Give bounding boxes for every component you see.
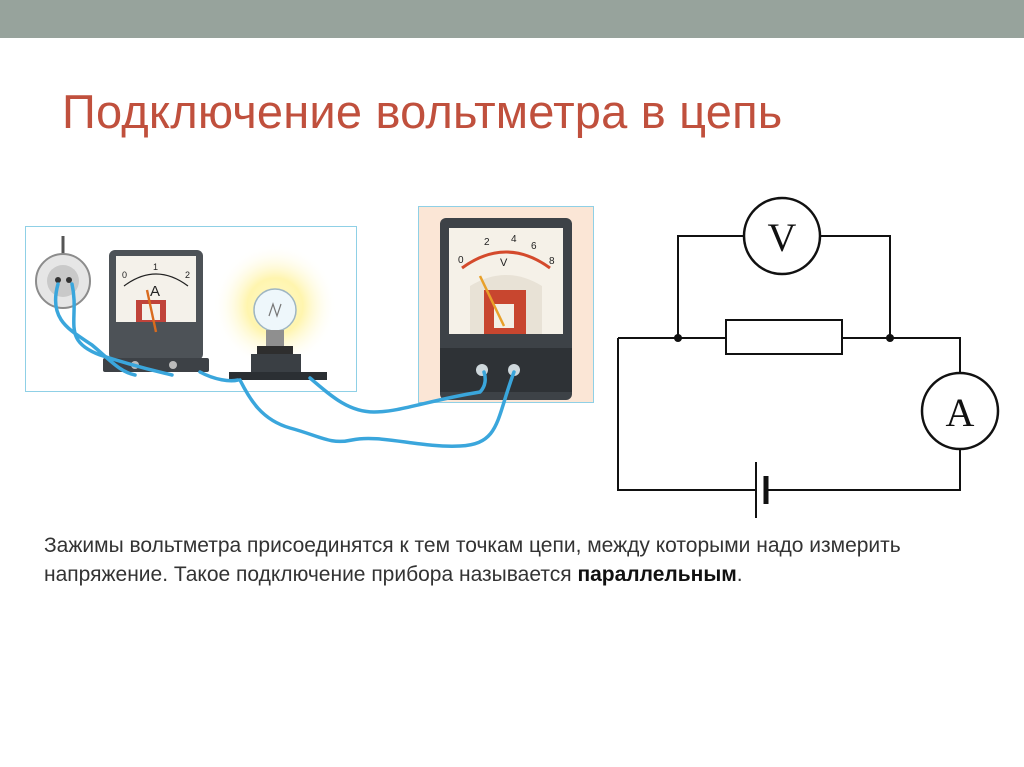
junction-dot-left bbox=[674, 334, 682, 342]
voltmeter-scale-0: 0 bbox=[458, 255, 464, 266]
body-text-main: Зажимы вольтметра присоединятся к тем то… bbox=[44, 534, 901, 586]
battery-symbol bbox=[755, 462, 769, 518]
voltmeter-photo: 0 2 4 6 8 V bbox=[418, 206, 594, 403]
ammeter-scale-1: 1 bbox=[153, 262, 158, 272]
wire-voltmeter-left bbox=[677, 235, 744, 338]
top-band bbox=[0, 0, 1024, 38]
ammeter-scale-2: 2 bbox=[185, 270, 190, 280]
ammeter-letter: A bbox=[150, 283, 160, 300]
wire-main-top-right bbox=[842, 337, 961, 372]
wire-main-bottom-left bbox=[617, 338, 756, 491]
wire-voltmeter-right bbox=[820, 235, 891, 338]
voltmeter-device: 0 2 4 6 8 V bbox=[440, 218, 572, 400]
voltmeter-scale-2: 2 bbox=[484, 237, 490, 248]
body-text: Зажимы вольтметра присоединятся к тем то… bbox=[44, 531, 994, 589]
voltmeter-scale-8: 8 bbox=[549, 256, 555, 267]
voltmeter-symbol-label: V bbox=[768, 215, 797, 260]
light-bulb bbox=[213, 244, 337, 380]
resistor-symbol bbox=[725, 319, 843, 355]
voltmeter-scale-4: 4 bbox=[511, 234, 517, 245]
circuit-schematic: V A bbox=[617, 196, 1000, 518]
voltmeter-scale-6: 6 bbox=[531, 241, 537, 252]
ammeter-device: 0 1 2 A bbox=[103, 250, 209, 372]
circuit-photo-left: 0 1 2 A bbox=[25, 226, 357, 392]
voltmeter-letter: V bbox=[500, 257, 508, 269]
ammeter-symbol bbox=[920, 371, 1000, 451]
junction-dot-right bbox=[886, 334, 894, 342]
voltmeter-symbol bbox=[742, 196, 822, 276]
ammeter-symbol-label: A bbox=[946, 390, 975, 435]
body-text-emphasis: параллельным bbox=[577, 563, 737, 586]
ammeter-scale-0: 0 bbox=[122, 270, 127, 280]
wire-main-bottom-right bbox=[766, 450, 961, 491]
body-text-period: . bbox=[736, 563, 743, 586]
slide-title: Подключение вольтметра в цепь bbox=[62, 85, 783, 138]
